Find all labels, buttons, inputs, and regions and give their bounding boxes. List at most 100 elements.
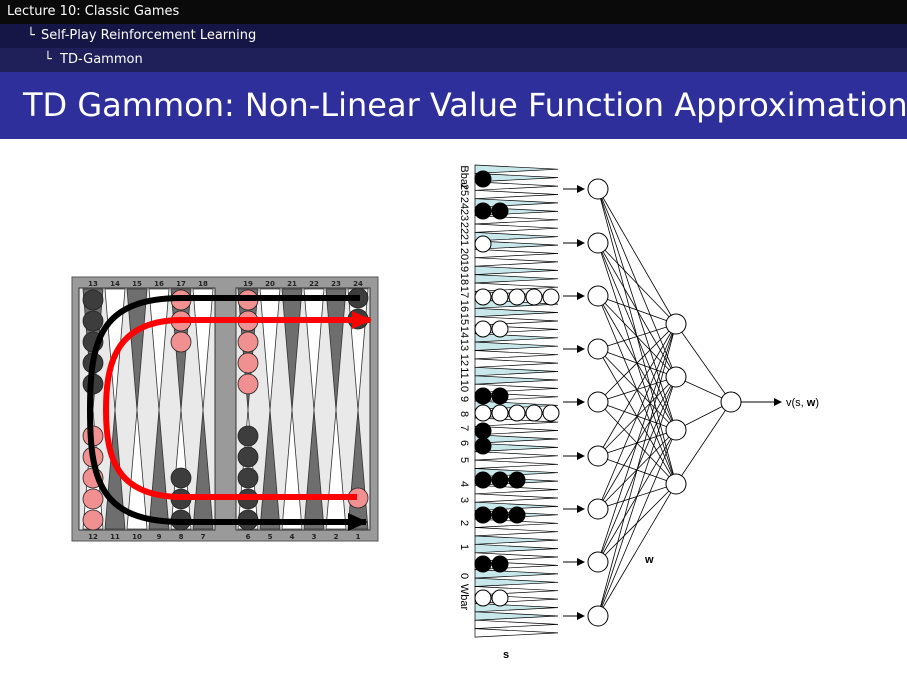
- input-position-label: 18: [458, 273, 470, 285]
- input-unit-triangle: [474, 543, 559, 554]
- input-unit-triangle: [474, 181, 559, 191]
- input-unit-triangle: [474, 569, 559, 579]
- hidden-node: [665, 473, 687, 495]
- board-point-number-bottom: 1: [356, 533, 361, 541]
- input-position-label: 12: [458, 354, 470, 366]
- input-unit-triangle: [474, 535, 559, 545]
- output-node: [720, 391, 742, 413]
- input-checker: [508, 404, 526, 422]
- input-checker: [491, 471, 509, 489]
- input-unit-triangle: [474, 527, 559, 537]
- input-position-label: 1: [458, 544, 470, 550]
- input-checker: [525, 288, 543, 306]
- board-checker: [237, 331, 259, 353]
- input-checker: [474, 170, 492, 188]
- board-point-number-top: 13: [88, 280, 98, 288]
- input-checker: [474, 471, 492, 489]
- input-checker: [474, 288, 492, 306]
- board-point-bottom: [148, 409, 170, 530]
- input-unit-triangle: [474, 375, 559, 385]
- input-node: [587, 445, 609, 467]
- input-node: [587, 498, 609, 520]
- red-move-arrow: [102, 311, 372, 500]
- input-checker: [474, 387, 492, 405]
- network-edge: [597, 483, 677, 617]
- black-move-arrow: [86, 295, 368, 531]
- network-edge: [597, 429, 677, 617]
- board-point-number-bottom: 2: [334, 533, 339, 541]
- breadcrumb-section-label: Self-Play Reinforcement Learning: [41, 28, 257, 43]
- board-point-number-top: 22: [309, 280, 319, 288]
- input-checker: [474, 404, 492, 422]
- input-checker: [491, 506, 509, 524]
- input-checker: [474, 235, 492, 253]
- network-edge: [597, 376, 677, 617]
- input-checker: [491, 589, 509, 607]
- input-position-label: Wbar: [458, 584, 470, 611]
- input-checker: [491, 202, 509, 220]
- input-checker: [474, 202, 492, 220]
- input-unit-triangle: [474, 459, 559, 469]
- input-node: [587, 551, 609, 573]
- input-position-label: 20: [458, 248, 470, 260]
- input-unit-triangle: [474, 603, 559, 613]
- breadcrumb-section: └ Self-Play Reinforcement Learning: [0, 24, 907, 48]
- network-edge: [597, 295, 677, 325]
- input-unit-triangle: [474, 265, 559, 275]
- board-checker: [82, 488, 104, 510]
- breadcrumb-subsection: └ TD-Gammon: [0, 48, 907, 72]
- board-point-number-bottom: 12: [88, 533, 98, 541]
- input-checker: [542, 288, 560, 306]
- input-checker: [508, 288, 526, 306]
- input-position-label: 25: [458, 184, 470, 196]
- input-node: [587, 391, 609, 413]
- input-unit-triangle: [474, 451, 559, 461]
- board-checker: [237, 352, 259, 374]
- input-checker: [474, 422, 492, 440]
- input-node: [587, 605, 609, 627]
- input-position-label: 19: [458, 260, 470, 272]
- input-position-label: 9: [458, 396, 470, 402]
- input-unit-triangle: [474, 164, 559, 174]
- input-unit-triangle: [474, 350, 559, 360]
- input-checker: [491, 320, 509, 338]
- board-checker: [82, 289, 104, 311]
- weights-label: w: [644, 554, 654, 566]
- input-unit-triangle: [474, 628, 559, 638]
- input-unit-triangle: [474, 358, 559, 368]
- input-position-label: 10: [458, 380, 470, 392]
- input-unit-triangle: [474, 307, 559, 318]
- input-node: [587, 232, 609, 254]
- input-checker: [491, 555, 509, 573]
- input-unit-triangle: [474, 434, 559, 444]
- input-position-label: 11: [458, 367, 470, 378]
- input-unit-triangle: [474, 619, 559, 629]
- network-edge: [597, 323, 677, 563]
- input-position-label: 6: [458, 440, 470, 446]
- board-point-number-bottom: 7: [201, 533, 206, 541]
- input-unit-triangle: [474, 611, 559, 621]
- board-point-number-top: 16: [154, 280, 164, 288]
- board-point-number-bottom: 6: [246, 533, 251, 541]
- input-var-label: s: [503, 649, 509, 661]
- input-checker: [491, 404, 509, 422]
- breadcrumb-lecture-label: Lecture 10: Classic Games: [7, 4, 180, 19]
- input-position-label: 22: [458, 222, 470, 234]
- input-position-label: 21: [458, 234, 470, 246]
- board-point-bottom: [126, 409, 148, 530]
- board-point-number-top: 19: [243, 280, 253, 288]
- hidden-node: [665, 419, 687, 441]
- input-checker: [491, 288, 509, 306]
- breadcrumb-subsection-label: TD-Gammon: [60, 52, 143, 67]
- network-edge: [597, 188, 677, 325]
- network-edge: [597, 323, 677, 350]
- input-unit-triangle: [474, 232, 559, 242]
- board-checker: [237, 467, 259, 489]
- input-unit-triangle: [474, 274, 559, 284]
- board-point-number-bottom: 3: [312, 533, 317, 541]
- network-edge: [597, 242, 677, 325]
- input-position-label: 13: [458, 339, 470, 351]
- breadcrumb-lecture: Lecture 10: Classic Games: [0, 0, 907, 24]
